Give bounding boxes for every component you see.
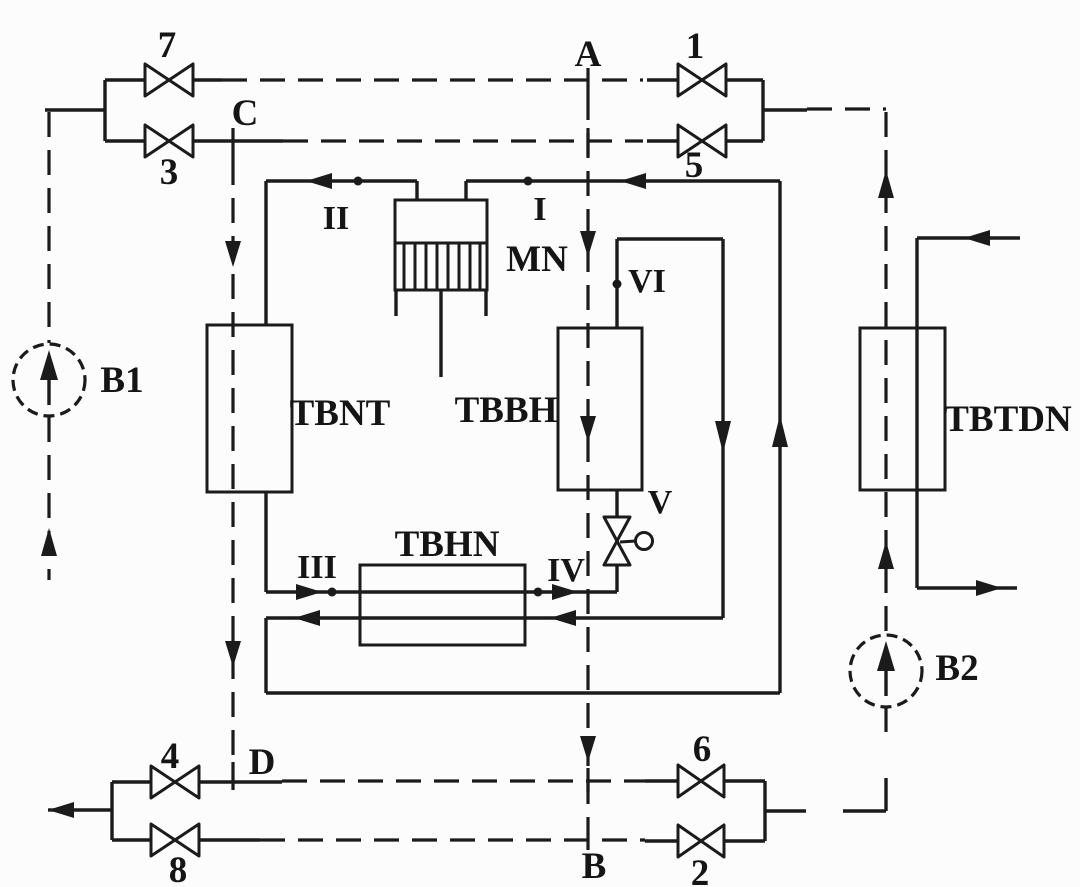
- expansion-valve-actuator: [634, 531, 654, 551]
- expansion-valve-label: V: [648, 484, 673, 521]
- valve-7-label: 7: [158, 25, 177, 66]
- junction-d-label: D: [249, 742, 276, 783]
- compressor-label: MN: [506, 239, 568, 280]
- shutoff-valve-3: [143, 123, 195, 159]
- heat-exchangers: [205, 323, 947, 647]
- heat-exchanger-tbnt-label: TBNT: [290, 393, 391, 434]
- flow-arrow-cd-down-2: [225, 641, 241, 667]
- junction-a-label: A: [575, 34, 602, 75]
- junction-b-label: B: [582, 846, 607, 887]
- shutoff-valve-7: [143, 62, 195, 98]
- state-point-ii-label: II: [323, 200, 349, 237]
- flow-arrow-suction-up: [772, 415, 788, 447]
- valve-8-label: 8: [169, 850, 188, 887]
- heat-exchanger-tbbh-body: [556, 326, 644, 492]
- flow-arrow-ii-left: [306, 173, 332, 189]
- flow-arrow-return-left-1: [294, 610, 320, 626]
- flow-arrow-iii-right: [296, 584, 322, 600]
- flow-arrows: [41, 170, 1002, 818]
- compressor-hatch-lines: [402, 243, 482, 290]
- flow-arrow-ab-down-1: [580, 231, 596, 257]
- valve-5-label: 5: [685, 145, 704, 186]
- junction-cross-ticks: [231, 68, 590, 850]
- manifold-bottom-left: [74, 780, 282, 842]
- pump-b2-label: B2: [935, 648, 978, 689]
- shutoff-valves: [143, 62, 728, 859]
- flow-arrow-left-outlet: [48, 802, 74, 818]
- heat-exchanger-tbbh-label: TBBH: [455, 390, 558, 431]
- shutoff-valve-5: [676, 123, 728, 159]
- flow-arrow-return-left-2: [550, 610, 576, 626]
- pump-b2: [848, 633, 924, 709]
- valve-4-label: 4: [161, 736, 180, 777]
- heat-exchanger-tbhn-body: [358, 563, 527, 647]
- heat-exchanger-tbnt-body: [205, 323, 294, 494]
- flow-arrow-tap-inlet: [964, 230, 990, 246]
- shutoff-valve-4: [149, 764, 201, 800]
- flow-arrow-i-left: [620, 173, 646, 189]
- flow-arrow-cd-down-1: [225, 241, 241, 267]
- shutoff-valve-1: [676, 62, 728, 98]
- heat-exchanger-tbhn-label: TBHN: [395, 524, 500, 565]
- flow-arrow-b2-up-1: [878, 170, 894, 198]
- flow-arrow-ab-down-3: [580, 736, 596, 762]
- valve-2-label: 2: [691, 853, 710, 887]
- pump-b1-arrow: [40, 350, 58, 380]
- junction-c-label: C: [232, 93, 259, 134]
- expansion-valve-stem: [619, 539, 637, 544]
- state-point-i-label: I: [533, 191, 546, 228]
- state-dot-vi: [612, 279, 622, 289]
- flow-arrow-ab-down-2: [580, 416, 596, 442]
- pump-b1-label: B1: [100, 360, 143, 401]
- state-dot-iii: [327, 587, 337, 597]
- flow-arrow-vi-down: [715, 421, 731, 453]
- state-dot-ii: [353, 176, 363, 186]
- flow-arrow-b1-up: [41, 528, 57, 556]
- heat-exchanger-tbtdn-body: [858, 326, 947, 492]
- valve-6-label: 6: [693, 729, 712, 770]
- labels: 7 3 1 5 4 8 6 2 A C D B I II III IV VI V…: [100, 25, 1072, 887]
- shutoff-valve-6: [676, 763, 726, 799]
- heat-exchanger-tbtdn-label: TBTDN: [944, 399, 1072, 440]
- valve-manifold-pipes: [45, 78, 888, 843]
- state-point-iv-label: IV: [547, 552, 585, 589]
- state-point-dots: [327, 176, 622, 597]
- shutoff-valve-2: [676, 823, 726, 859]
- state-point-vi-label: VI: [628, 263, 666, 300]
- flow-arrow-iv-right: [552, 584, 578, 600]
- flow-arrow-b2-up-2: [878, 541, 894, 569]
- manifold-bottom-right: [645, 778, 888, 843]
- manifold-top-right: [647, 78, 807, 143]
- valve-1-label: 1: [686, 26, 705, 67]
- flow-arrow-tap-outlet: [976, 580, 1002, 596]
- compressor-mn: [393, 198, 489, 377]
- water-circuit-dashed-lines: [47, 68, 888, 850]
- state-dot-i: [523, 176, 533, 186]
- state-dot-iv: [533, 587, 543, 597]
- expansion-valve-v: [602, 515, 654, 567]
- valve-3-label: 3: [160, 152, 179, 193]
- compressor-legs-and-shaft: [394, 290, 488, 377]
- pump-b1: [11, 342, 87, 418]
- shutoff-valve-8: [149, 822, 201, 858]
- compressor-cylinder: [393, 241, 489, 292]
- manifold-top-left: [45, 78, 283, 143]
- pump-b2-arrow: [877, 641, 895, 671]
- state-point-iii-label: III: [297, 549, 337, 586]
- compressor-housing: [393, 198, 489, 245]
